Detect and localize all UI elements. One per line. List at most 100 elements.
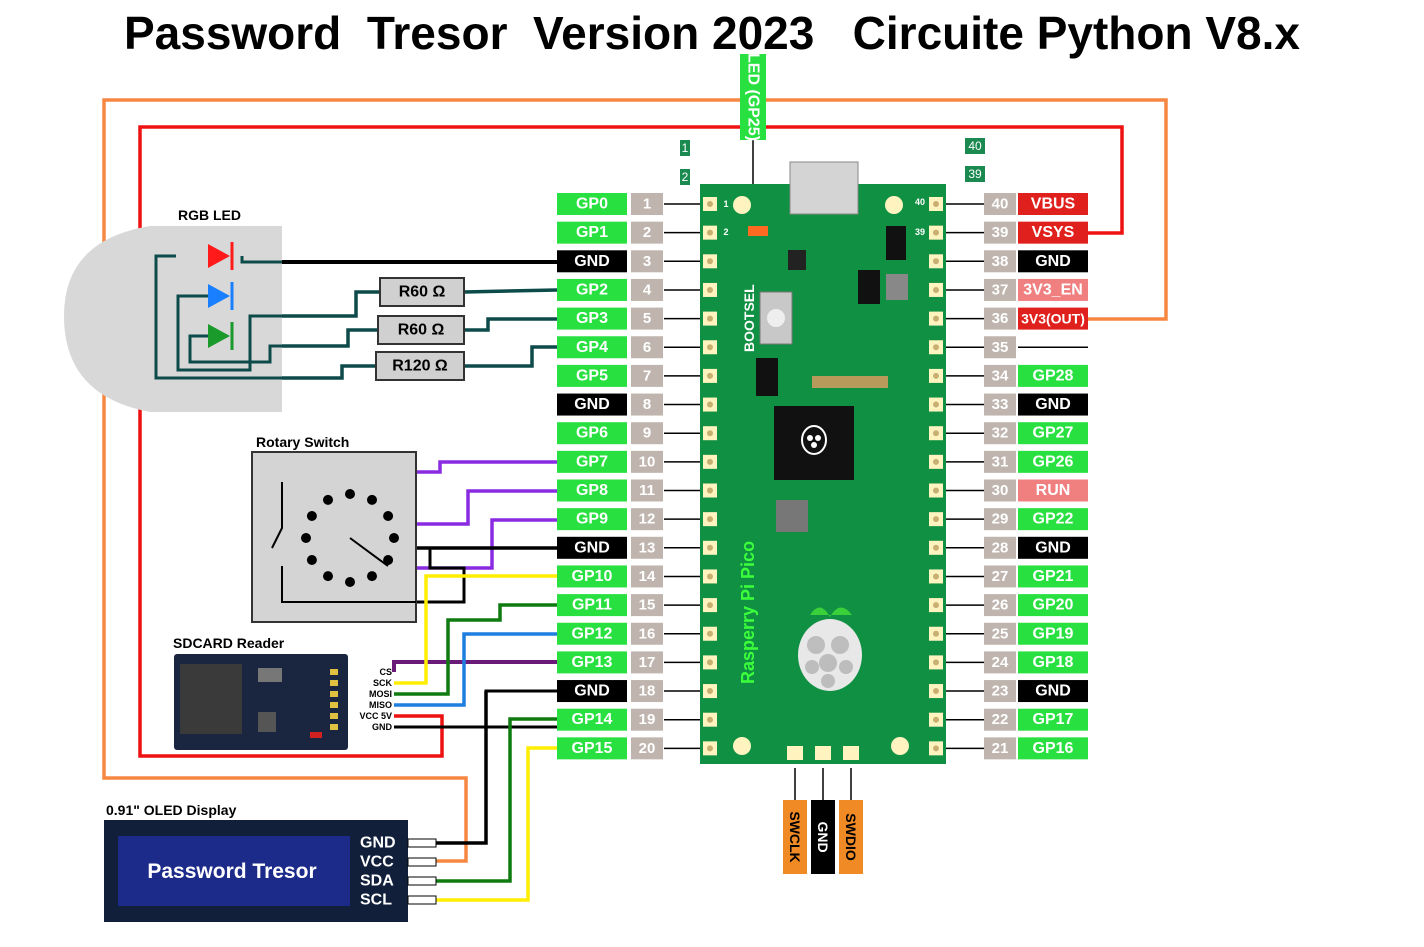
sd-pin-label: GND (372, 722, 393, 732)
sd-pin-pad (330, 691, 338, 697)
pin-number-bg (631, 680, 663, 703)
sd-pin-pad (330, 702, 338, 708)
pin-label-bg (1018, 479, 1088, 502)
pin-label-left: GP10 (572, 568, 613, 585)
pad-hole (933, 458, 939, 465)
pin-number-right: 29 (992, 511, 1009, 528)
pin-number-bg (984, 680, 1016, 703)
pad-hole (933, 688, 939, 695)
pin-number-bg (631, 536, 663, 559)
pin-number-bg (631, 737, 663, 760)
led-diode-icon (208, 284, 230, 308)
pin-label-bg (1018, 450, 1088, 473)
pin-label-left: GND (574, 396, 610, 413)
oled-screen (118, 836, 350, 906)
pin-number-left: 18 (639, 683, 656, 700)
pin-number-bg (984, 393, 1016, 416)
wire (416, 489, 557, 526)
pin-number-bg (631, 307, 663, 330)
corner-tag: 1 (682, 141, 689, 155)
pin-label-bg (1018, 393, 1088, 416)
pad-hole (707, 201, 713, 207)
pin-label-bg (557, 651, 627, 674)
pin-label-right: GP18 (1033, 654, 1074, 671)
pad-hole (707, 544, 713, 551)
corner-tag-bg (965, 138, 985, 154)
pin-number-right: 27 (992, 568, 1009, 585)
wire (416, 548, 466, 604)
pad-hole (707, 430, 713, 437)
pin-label-bg (1018, 565, 1088, 588)
resistor-label: R60 Ω (398, 322, 445, 339)
rgb-led-label: RGB LED (178, 207, 241, 223)
pin-number-left: 2 (643, 224, 651, 241)
pin-label-bg (557, 393, 627, 416)
oled-pin-label: SDA (360, 873, 394, 890)
pin-number-left: 19 (639, 711, 656, 728)
pin-label-right: GP19 (1033, 625, 1074, 642)
oled-display: 0.91" OLED Display Password Tresor GNDVC… (104, 802, 437, 922)
pin-label-right: 3V3_EN (1023, 281, 1083, 298)
pad-hole (933, 430, 939, 437)
pin-label-left: GP0 (576, 196, 608, 213)
oled-label: 0.91" OLED Display (106, 802, 237, 818)
pad-hole (707, 344, 713, 351)
debug-pad (787, 746, 803, 760)
resistor-label: R60 Ω (399, 284, 446, 301)
pin-number-bg (631, 221, 663, 244)
rotary-lever (271, 482, 416, 603)
pin-number-bg (984, 221, 1016, 244)
wire (282, 345, 557, 380)
pin-number-right: 36 (992, 310, 1009, 327)
pin-label-left: GND (574, 539, 610, 556)
pad-label: 2 (723, 227, 728, 237)
pin-label-bg (1018, 737, 1088, 760)
oled-pin (407, 895, 437, 905)
rotary-contact (383, 555, 394, 565)
pin-label-bg (557, 594, 627, 617)
oled-pin-label: SCL (360, 892, 392, 909)
sd-pin-pad (330, 724, 338, 730)
pin-label-bg (1018, 364, 1088, 387)
pin-label-right: GND (1035, 683, 1071, 700)
rotary-switch-label: Rotary Switch (256, 434, 349, 450)
pin-number-right: 34 (992, 367, 1009, 384)
pad-hole (933, 372, 939, 379)
pin-number-bg (984, 737, 1016, 760)
led-lead (188, 334, 282, 364)
pin-label-left: GP12 (572, 625, 613, 642)
pin-label-bg (557, 508, 627, 531)
pad-label: 39 (915, 227, 925, 237)
rotary-contact (323, 571, 333, 582)
pin-label-bg (1018, 508, 1088, 531)
pad-hole (707, 630, 713, 637)
debug-pin-bg (783, 800, 807, 874)
pin-label-right: GP26 (1033, 453, 1074, 470)
pin-number-left: 20 (639, 740, 656, 757)
pin-label-left: GP4 (576, 339, 608, 356)
led-lead (240, 256, 282, 264)
pin-number-bg (984, 565, 1016, 588)
sd-pin-label: SCK (373, 678, 393, 688)
wires (102, 98, 1168, 902)
pin-label-bg (557, 708, 627, 731)
sd-pin-pad (330, 680, 338, 686)
usb-connector (789, 161, 859, 215)
pin-number-left: 8 (643, 396, 651, 413)
led-diode-icon (208, 324, 230, 348)
wire (282, 317, 557, 348)
pad-hole (933, 659, 939, 666)
pin-label-right: GP28 (1033, 367, 1074, 384)
corner-tag: 2 (682, 170, 689, 184)
pad-hole (707, 286, 713, 293)
pad-hole (707, 372, 713, 379)
pin-number-bg (631, 450, 663, 473)
pin-number-right: 30 (992, 482, 1009, 499)
pin-label-left: GND (574, 683, 610, 700)
pin-label-right: VSYS (1032, 224, 1075, 241)
pin-label-left: GP1 (576, 224, 608, 241)
corner-tag-bg (680, 169, 690, 185)
wire (394, 689, 557, 729)
